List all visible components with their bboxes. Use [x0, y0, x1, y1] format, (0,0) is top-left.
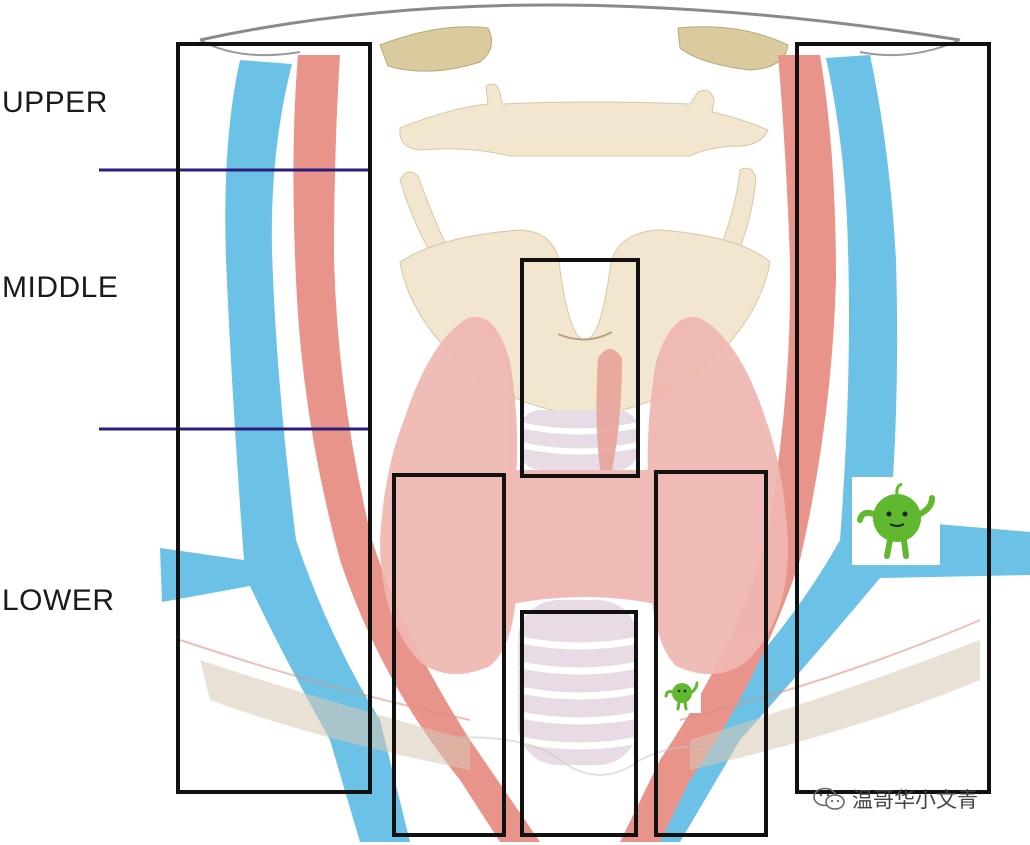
central-lower-right-box [654, 470, 768, 837]
clavicle-muscles [179, 619, 981, 776]
upper-level-label: UPPER [2, 86, 108, 119]
carotid-arteries [293, 55, 836, 842]
watermark-text: 温哥华小文青 [852, 788, 978, 812]
central-tracheal-box [520, 610, 638, 837]
mandible-right [677, 26, 789, 71]
artery-left [293, 55, 540, 842]
lateral-compartment-right-box [795, 42, 991, 794]
mandible-left [379, 26, 493, 72]
wechat-icon [813, 787, 845, 810]
green-cartoon-sticker-icon [852, 477, 940, 565]
hyoid-bone [399, 83, 769, 157]
vein-left [160, 60, 410, 842]
thyroid-horn-left [399, 171, 449, 253]
thyroid-gland [380, 316, 789, 675]
middle-level-label: MIDDLE [2, 271, 119, 304]
central-upper-box [520, 258, 640, 478]
thyroid-horn-right [719, 167, 757, 253]
green-cartoon-sticker-small-icon [663, 677, 701, 713]
watermark: 温哥华小文青 [812, 784, 978, 814]
chin-outline [199, 3, 961, 42]
central-lower-left-box [392, 473, 506, 837]
internal-jugular-veins [160, 55, 1030, 842]
lower-level-label: LOWER [2, 584, 115, 617]
lateral-compartment-left-box [176, 42, 372, 794]
artery-right [620, 55, 836, 842]
